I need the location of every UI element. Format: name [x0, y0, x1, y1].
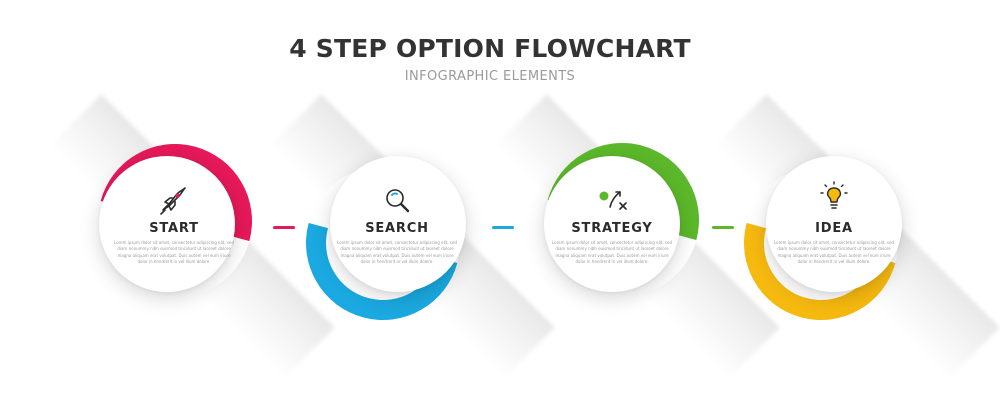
step-description-strategy: Lorem ipsum dolor sit amet, consectetur … [552, 240, 672, 264]
page-title: 4 STEP OPTION FLOWCHART [289, 34, 691, 63]
step-description-idea: Lorem ipsum dolor sit amet, consectetur … [774, 240, 894, 264]
connector-1 [273, 226, 295, 229]
strategy-icon [599, 191, 627, 210]
step-title-search: SEARCH [365, 221, 429, 236]
page-subtitle: INFOGRAPHIC ELEMENTS [404, 69, 576, 84]
step-disc-search [330, 156, 466, 292]
step-title-strategy: STRATEGY [571, 221, 653, 236]
step-disc-idea [766, 156, 902, 292]
rocket-icon [160, 187, 186, 215]
magnifier-icon [386, 189, 410, 213]
lightbulb-icon [820, 181, 848, 209]
step-description-start: Lorem ipsum dolor sit amet, consectetur … [114, 240, 234, 264]
step-disc-strategy [544, 156, 680, 292]
connector-2 [492, 226, 514, 229]
step-title-start: START [149, 221, 199, 236]
step-description-search: Lorem ipsum dolor sit amet, consectetur … [337, 240, 457, 264]
step-title-idea: IDEA [815, 221, 853, 236]
step-disc-start [99, 156, 235, 292]
connector-3 [712, 226, 734, 229]
